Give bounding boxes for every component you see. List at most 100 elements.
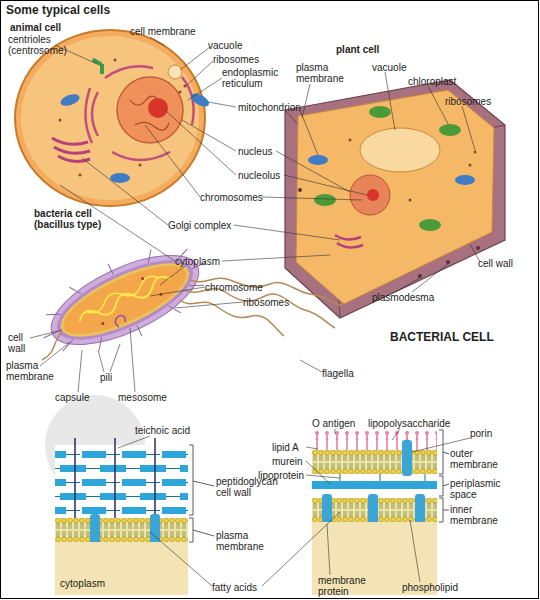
plant-cell: [446, 260, 450, 264]
part-label: phospholipid: [402, 582, 458, 593]
part-label: ribosomes: [243, 297, 289, 308]
bacterium: [42, 332, 62, 360]
gram-negative-envelope: [312, 481, 437, 489]
gram-positive-envelope: [150, 514, 160, 546]
bacterium: [42, 278, 342, 360]
part-label: Golgi complex: [168, 220, 231, 231]
plant-cell: [474, 151, 477, 154]
leader-line: [150, 37, 165, 46]
plant-cell: [419, 219, 441, 231]
leader-line: [78, 350, 82, 392]
leader-line: [187, 61, 213, 85]
leader-line: [180, 47, 210, 70]
animal-cell: [189, 91, 211, 110]
plant-cell: [296, 90, 494, 304]
plant-cell: [367, 189, 379, 201]
part-label: chloroplast: [408, 76, 456, 87]
animal-cell: [21, 36, 199, 200]
bracket: [439, 498, 443, 522]
bacterium: [27, 226, 224, 375]
leader-line: [110, 344, 120, 372]
part-label: bacteria cell (bacillus type): [34, 208, 114, 230]
bacterium: [144, 249, 156, 262]
leader-line: [98, 350, 104, 372]
gram-negative-envelope: [312, 430, 437, 450]
leader-line: [462, 106, 475, 150]
part-label: plant cell: [336, 44, 379, 55]
plant-cell: [455, 175, 475, 185]
plant-cell: [335, 235, 361, 240]
leader-line: [385, 72, 395, 130]
gram-positive-envelope: [55, 542, 188, 595]
plant-cell: [418, 274, 422, 278]
part-label: lipopolysaccharide: [368, 418, 450, 429]
bacterium: [91, 272, 164, 325]
plant-cell: [337, 243, 363, 248]
part-label: plasma membrane: [216, 530, 276, 552]
part-label: nucleolus: [238, 170, 280, 181]
leader-line: [40, 342, 70, 366]
plant-cell: [335, 235, 363, 248]
part-label: flagella: [322, 368, 354, 379]
animal-cell: [117, 77, 183, 143]
animal-cell: [52, 138, 88, 144]
gram-negative-envelope: [312, 450, 437, 474]
plant-cell: [298, 188, 480, 278]
part-label: plasmodesma: [372, 292, 434, 303]
leader-line: [150, 532, 212, 586]
bracket: [193, 481, 214, 486]
leader-line: [30, 37, 480, 586]
leader-line: [306, 447, 318, 449]
gram-negative-envelope: [312, 430, 437, 595]
bracket: [189, 518, 193, 542]
leader-line: [222, 255, 330, 261]
leader-line: [145, 125, 200, 197]
animal-cell: [168, 65, 182, 79]
bracket: [439, 476, 443, 496]
bacterium: [46, 309, 61, 320]
animal-cell: [92, 92, 98, 136]
leader-line: [30, 330, 62, 338]
animal-cell: [105, 66, 153, 78]
leader-line: [166, 111, 236, 175]
gram-negative-envelope: [340, 474, 341, 481]
animal-cell: [179, 91, 182, 94]
leader-line: [118, 436, 150, 448]
animal-cell: [114, 59, 117, 62]
plant-cell: [476, 246, 480, 250]
bacterium: [94, 337, 106, 350]
leader-line: [410, 520, 420, 582]
animal-cell: [59, 59, 187, 177]
plant-cell: [285, 80, 505, 318]
part-label: capsule: [55, 392, 89, 403]
part-label: mesosome: [118, 392, 167, 403]
animal-cell: [54, 147, 90, 153]
bracket: [189, 430, 449, 542]
leader-line: [300, 360, 322, 372]
animal-cell: [110, 173, 130, 183]
plant-cell: [285, 80, 505, 318]
leader-line: [306, 475, 340, 478]
bracket: [443, 510, 449, 511]
gram-negative-envelope: [340, 474, 425, 481]
bacterium: [169, 303, 181, 316]
part-label: vacuole: [372, 62, 406, 73]
leader-line: [284, 175, 367, 195]
animal-cell: [148, 98, 168, 118]
part-label: nucleus: [238, 146, 272, 157]
bacterium: [113, 314, 127, 328]
animal-cell: [52, 138, 90, 161]
animal-cell: [85, 88, 92, 143]
bacterium: [137, 325, 142, 336]
bracket: [189, 445, 193, 515]
animal-cell: [139, 164, 142, 167]
plant-cell: [469, 164, 472, 167]
gram-negative-envelope: [380, 474, 381, 481]
animal-cell: [112, 152, 170, 160]
leader-line: [327, 524, 330, 575]
gram-positive-envelope: [55, 438, 188, 595]
animal-cell: [79, 174, 82, 177]
plant-cell: [350, 175, 390, 215]
gram-negative-envelope: [402, 440, 412, 476]
plant-cell: [349, 139, 477, 202]
